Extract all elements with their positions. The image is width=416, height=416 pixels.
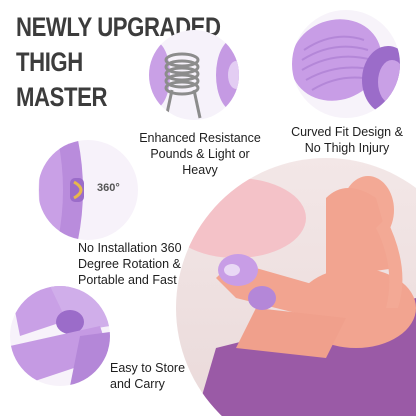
headline-line-2: THIGH <box>16 47 83 77</box>
feature-resistance: Enhanced Resistance Pounds & Light or He… <box>134 130 266 178</box>
feature-resistance-line-1: Enhanced Resistance <box>139 131 261 145</box>
storage-closeup-image <box>10 286 110 386</box>
feature-rotation-line-1: No Installation 360 <box>78 241 182 255</box>
feature-curved-line-2: No Thigh Injury <box>304 141 390 155</box>
spring-closeup-image <box>149 30 239 120</box>
lifestyle-photo <box>176 158 416 416</box>
feature-storage-line-2: and Carry <box>110 377 165 391</box>
feature-curved: Curved Fit Design & No Thigh Injury <box>284 124 410 156</box>
feature-rotation-line-3: Portable and Fast <box>78 273 177 287</box>
feature-storage-line-1: Easy to Store <box>110 361 186 375</box>
feature-rotation-line-2: Degree Rotation & <box>78 257 181 271</box>
feature-curved-line-1: Curved Fit Design & <box>291 125 403 139</box>
feature-storage: Easy to Store and Carry <box>110 360 210 392</box>
feature-rotation: No Installation 360 Degree Rotation & Po… <box>78 240 198 288</box>
feature-resistance-line-3: Heavy <box>182 163 218 177</box>
feature-resistance-line-2: Pounds & Light or <box>150 147 250 161</box>
rotation-badge: 360° <box>97 182 120 194</box>
curved-pad-closeup-image <box>292 10 400 118</box>
headline-line-3: MASTER <box>16 82 108 112</box>
rotation-closeup-image <box>38 140 138 240</box>
headline: NEWLY UPGRADED THIGH MASTER <box>16 10 221 115</box>
